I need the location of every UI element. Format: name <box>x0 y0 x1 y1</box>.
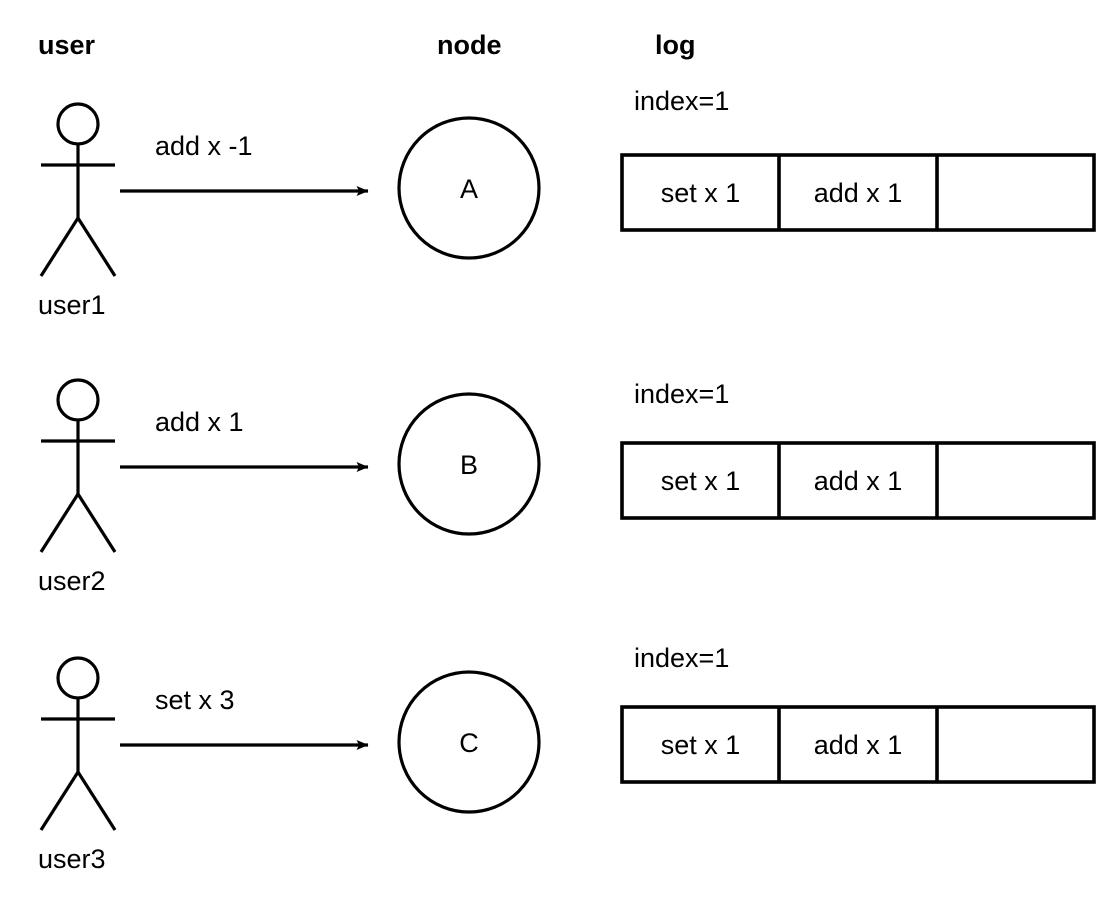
log-cell-3-0: set x 1 <box>660 730 741 760</box>
log-cell-3-1: add x 1 <box>813 730 903 760</box>
log-cell-2-1: add x 1 <box>813 466 903 496</box>
log-cell-1-1: add x 1 <box>813 178 903 208</box>
log-cell-2-0: set x 1 <box>660 466 741 496</box>
log-table-2 <box>620 441 1096 520</box>
column-header-log: log <box>655 30 696 60</box>
node-label-a: A <box>459 174 478 204</box>
column-header-node: node <box>437 30 502 60</box>
node-circle-c <box>397 670 541 814</box>
message-label-3: set x 3 <box>155 685 235 715</box>
actor-label-user2: user2 <box>38 566 106 596</box>
node-label-b: B <box>459 450 478 480</box>
node-label-c: C <box>459 728 479 758</box>
actor-figure-user2 <box>39 378 117 553</box>
log-cell-1-0: set x 1 <box>660 178 741 208</box>
column-header-user: user <box>38 30 96 60</box>
log-index-label-1: index=1 <box>634 86 730 116</box>
message-label-2: add x 1 <box>155 407 244 437</box>
log-index-label-2: index=1 <box>634 379 730 409</box>
log-table-3 <box>620 705 1096 784</box>
log-index-label-3: index=1 <box>634 643 730 673</box>
actor-label-user1: user1 <box>38 290 106 320</box>
node-circle-b <box>397 392 541 536</box>
actor-figure-user3 <box>39 656 117 831</box>
node-circle-a <box>397 116 541 260</box>
log-table-1 <box>620 153 1096 232</box>
actor-figure-user1 <box>39 102 117 277</box>
actor-label-user3: user3 <box>38 844 106 874</box>
message-label-1: add x -1 <box>155 131 253 161</box>
